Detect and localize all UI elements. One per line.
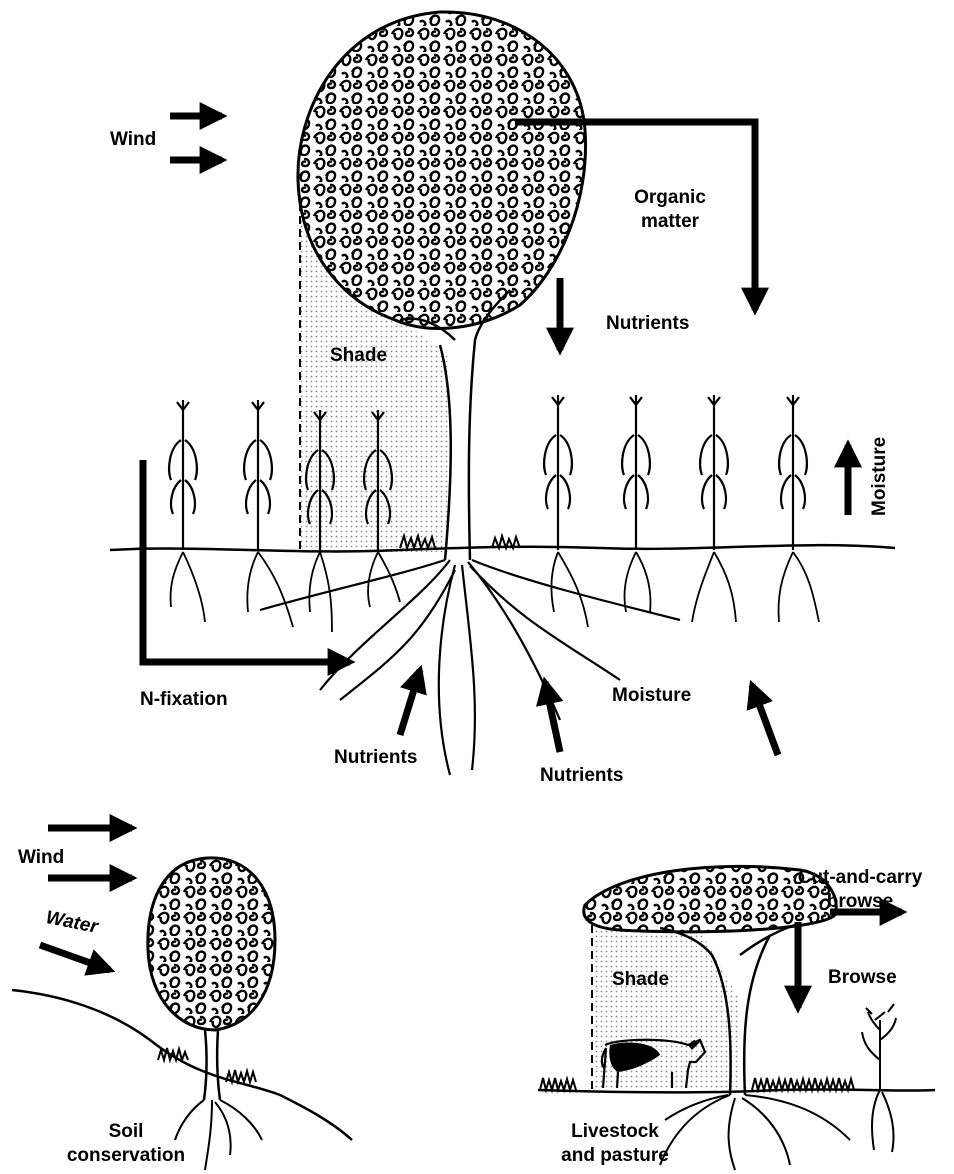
- tree-crown-top: [298, 12, 586, 328]
- wind-label-top: Wind: [110, 128, 156, 152]
- tree-roots-top: [260, 560, 680, 775]
- tree-crown-bottom-left: [148, 858, 275, 1030]
- wind-label-bottom: Wind: [18, 846, 64, 870]
- shade-label-top: Shade: [330, 344, 387, 368]
- tree-trunk-bottom-left: [204, 1030, 220, 1100]
- nutrients-left-label: Nutrients: [334, 746, 417, 770]
- ground-line-top: [110, 545, 895, 551]
- cut-and-carry-label: Cut-and-carry browse: [770, 866, 950, 914]
- nutrients-canopy-label: Nutrients: [606, 312, 689, 336]
- n-fixation-label: N-fixation: [140, 688, 228, 712]
- browse-label: Browse: [828, 966, 897, 990]
- soil-conservation-label: Soil conservation: [46, 1120, 206, 1168]
- moisture-vertical-label: Moisture: [868, 437, 892, 516]
- browse-plant: [862, 1004, 896, 1152]
- moisture-soil-arrow: [752, 685, 778, 755]
- maize-plants: [169, 395, 807, 550]
- shade-label-bottom: Shade: [612, 968, 669, 992]
- water-arrow: [40, 945, 110, 970]
- moisture-soil-label: Moisture: [612, 684, 691, 708]
- nutrients-left-arrow: [400, 670, 420, 735]
- nutrients-right-label: Nutrients: [540, 764, 623, 788]
- organic-matter-label: Organic matter: [605, 186, 735, 234]
- livestock-pasture-label: Livestock and pasture: [540, 1120, 690, 1168]
